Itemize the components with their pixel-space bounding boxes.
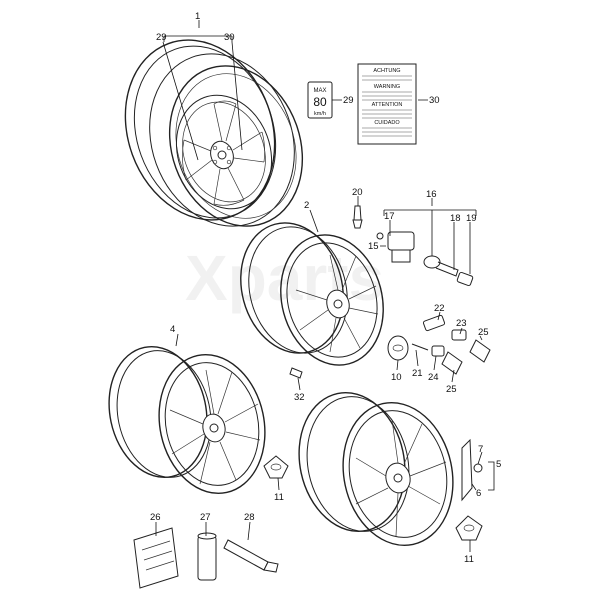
- callout-18: 18: [450, 213, 461, 224]
- callout-2: 2: [304, 200, 309, 211]
- warning-heading-3: ATTENTION: [372, 102, 403, 108]
- center-cap-10: [387, 335, 409, 361]
- speed-sticker-unit: km/h: [314, 111, 326, 117]
- warning-label: ACHTUNG WARNING ATTENTION CUIDADO: [357, 63, 417, 145]
- tire-pressure-sensor: [376, 231, 415, 263]
- wheel-rim-2: [240, 222, 384, 366]
- valve-hardware: [411, 314, 491, 375]
- callout-10: 10: [391, 372, 402, 383]
- callout-4: 4: [170, 324, 175, 335]
- wheel-rim-4: [108, 345, 266, 495]
- bottle-27: [197, 532, 217, 581]
- callout-25b: 25: [446, 384, 457, 395]
- callout-15: 15: [368, 241, 379, 252]
- callout-25a: 25: [478, 327, 489, 338]
- valve-20: [352, 205, 363, 229]
- warning-heading-2: WARNING: [374, 84, 400, 90]
- callout-30b: 30: [429, 95, 440, 106]
- trim-strip-6: [461, 438, 483, 502]
- callout-21: 21: [412, 368, 423, 379]
- speed-sticker-top: MAX: [313, 88, 326, 94]
- warning-heading-1: ACHTUNG: [373, 68, 400, 74]
- callout-22: 22: [434, 303, 445, 314]
- watermark: Xparts: [185, 242, 384, 314]
- callout-11b: 11: [464, 554, 474, 565]
- wheel-rim-5: [298, 391, 454, 547]
- valve-stem-18: [423, 255, 474, 287]
- wheel-bolt-cap-11b: [455, 515, 483, 541]
- callout-6: 6: [476, 488, 481, 499]
- tube-28: [223, 539, 279, 573]
- callout-26: 26: [150, 512, 161, 523]
- callout-16: 16: [426, 189, 437, 200]
- callout-1: 1: [195, 11, 200, 22]
- callout-24: 24: [428, 372, 439, 383]
- callout-32: 32: [294, 392, 305, 403]
- balance-weight-32: [289, 367, 303, 379]
- warning-heading-4: CUIDADO: [374, 120, 400, 126]
- wheel-with-tire-1: [124, 39, 304, 227]
- repair-kit-26: [133, 527, 179, 589]
- speed-sticker: MAX 80 km/h: [307, 81, 333, 119]
- callout-20: 20: [352, 187, 363, 198]
- wheel-bolt-cap-11a: [263, 455, 289, 479]
- callout-27: 27: [200, 512, 211, 523]
- callout-23: 23: [456, 318, 467, 329]
- callout-30a: 30: [224, 32, 235, 43]
- callout-29b: 29: [343, 95, 354, 106]
- callout-7: 7: [478, 444, 483, 455]
- callout-29a: 29: [156, 32, 167, 43]
- callout-11a: 11: [274, 492, 284, 503]
- speed-sticker-value: 80: [313, 95, 327, 109]
- callout-19: 19: [466, 213, 477, 224]
- callout-5: 5: [496, 459, 501, 470]
- callout-17: 17: [384, 211, 395, 222]
- callout-28: 28: [244, 512, 255, 523]
